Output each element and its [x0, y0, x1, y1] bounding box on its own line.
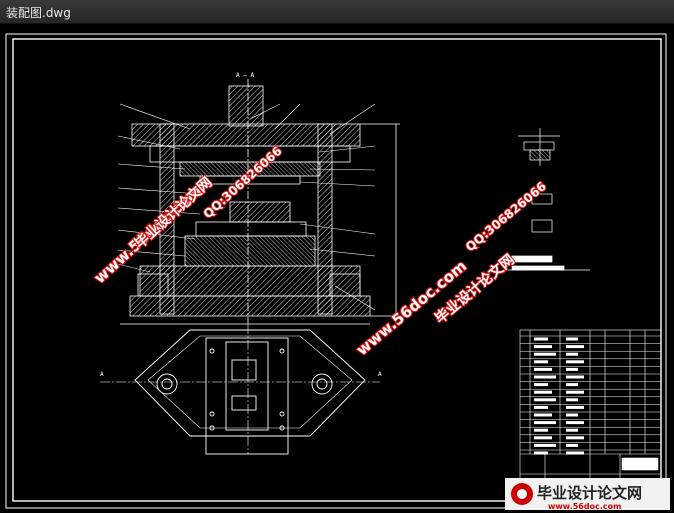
- logo-url: www.56doc.com: [548, 502, 621, 511]
- cad-drawing: A — A: [5, 33, 670, 511]
- inner-frame: [12, 38, 662, 502]
- section-view: [120, 79, 400, 325]
- window-title: 装配图.dwg: [6, 6, 71, 20]
- site-logo: 毕业设计论文网 www.56doc.com: [505, 478, 670, 511]
- view-label-left: A: [100, 371, 104, 378]
- window-titlebar[interactable]: 装配图.dwg: [0, 0, 674, 24]
- view-label-right: A: [378, 371, 382, 378]
- drawing-canvas[interactable]: A — A: [0, 24, 674, 513]
- section-label: A — A: [236, 72, 254, 79]
- logo-text: 毕业设计论文网: [537, 484, 642, 502]
- parts-list-rows: [520, 335, 661, 455]
- part-detail: [505, 128, 590, 271]
- watermark-qq-2: QQ:306826066: [463, 179, 549, 254]
- outer-frame: [5, 33, 667, 509]
- plan-view: [100, 324, 380, 455]
- leader-lines: [117, 103, 376, 311]
